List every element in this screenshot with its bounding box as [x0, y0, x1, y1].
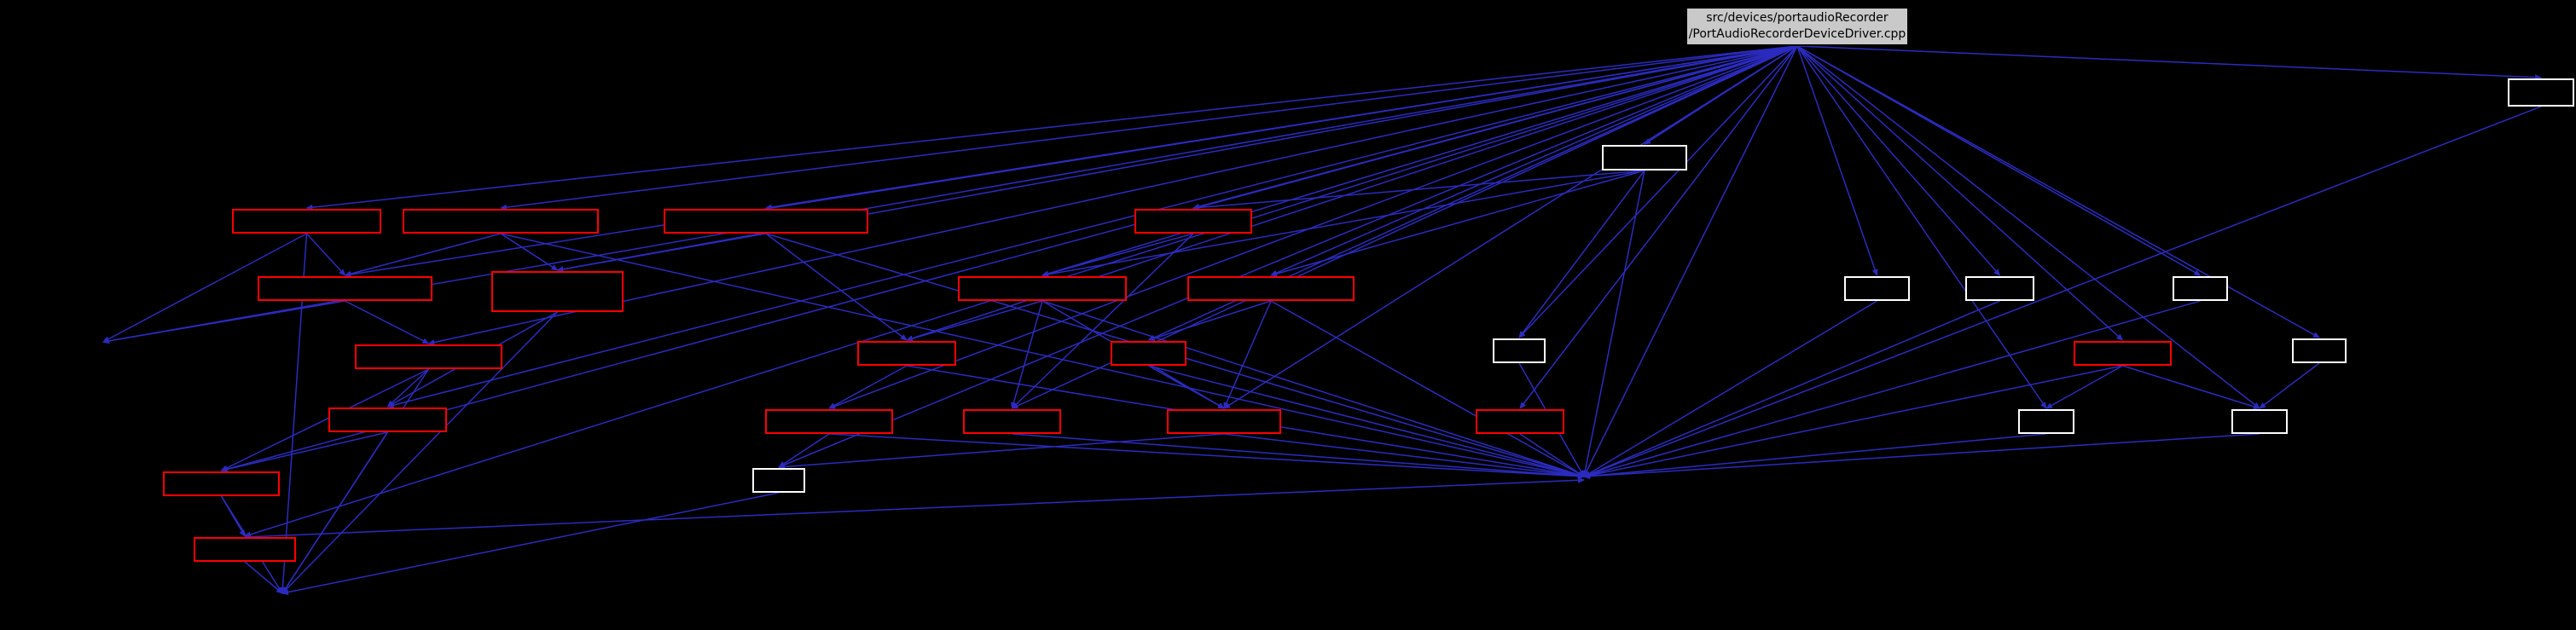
dependency-edge: [344, 233, 502, 277]
dependency-edge: [1223, 300, 1272, 409]
dependency-edge: [244, 561, 283, 594]
dependency-edge: [1581, 170, 1645, 477]
dependency-edge: [1796, 45, 2542, 81]
dependency-edge: [244, 477, 1585, 538]
dependency-edge: [500, 233, 559, 271]
dependency-edge: [1644, 45, 1798, 145]
dependency-edge: [765, 233, 908, 341]
dependency-edge: [500, 233, 1585, 478]
dependency-edge: [500, 45, 1798, 211]
dependency-edge: [1012, 433, 1585, 479]
dependency-edge: [1519, 433, 1585, 477]
graph-node[interactable]: [2074, 341, 2172, 366]
dependency-edge: [778, 433, 1225, 470]
graph-node[interactable]: [2292, 338, 2347, 363]
dependency-edge: [1519, 45, 1798, 409]
edge-junction: [102, 343, 104, 344]
graph-node[interactable]: [664, 209, 868, 234]
graph-node[interactable]: [2018, 409, 2074, 434]
graph-node[interactable]: [194, 537, 296, 562]
graph-node[interactable]: [1493, 338, 1546, 363]
dependency-edge: [281, 368, 430, 594]
graph-node[interactable]: [232, 209, 381, 234]
dependency-edge: [281, 431, 389, 594]
dependency-edge: [281, 492, 780, 596]
dependency-edge: [1270, 170, 1645, 277]
dependency-edge: [765, 45, 1798, 211]
graph-node[interactable]: [403, 209, 599, 234]
dependency-edge: [220, 431, 388, 472]
dependency-edge: [1270, 300, 1585, 477]
dependency-edge: [1011, 233, 1194, 409]
dependency-edge: [386, 45, 1798, 408]
dependency-edge: [102, 300, 345, 344]
dependency-edge: [305, 45, 1798, 211]
graph-node[interactable]: [752, 468, 805, 493]
edge-junction: [1583, 477, 1585, 479]
dependency-edge: [2122, 365, 2260, 410]
dependency-edge: [778, 45, 1798, 468]
graph-node[interactable]: [163, 471, 280, 496]
graph-node[interactable]: [1602, 145, 1687, 171]
graph-node[interactable]: [857, 341, 956, 366]
graph-node-main: src/devices/portaudioRecorder /PortAudio…: [1685, 7, 1909, 46]
edge-junction: [281, 594, 283, 596]
graph-node[interactable]: [258, 276, 432, 301]
graph-node[interactable]: [1965, 276, 2034, 301]
dependency-edge: [1518, 45, 1798, 338]
graph-node[interactable]: [491, 271, 624, 312]
dependency-edge: [1583, 45, 1798, 477]
dependency-edge: [828, 433, 1585, 480]
dependency-edge: [1192, 170, 1645, 211]
graph-node[interactable]: [958, 276, 1127, 301]
dependency-edge: [1148, 365, 1225, 409]
dependency-edge: [1041, 233, 1194, 277]
dependency-edge: [1796, 45, 2001, 276]
dependency-edge: [2045, 365, 2123, 409]
graph-node[interactable]: [1134, 209, 1252, 234]
dependency-edge: [1796, 45, 2260, 409]
graph-node[interactable]: [765, 409, 893, 434]
dependency-edge: [1796, 45, 1878, 276]
dependency-edge: [344, 45, 1798, 278]
dependency-edge: [778, 433, 830, 468]
dependency-edge: [1583, 300, 2000, 477]
dependency-edge: [305, 233, 346, 276]
graph-node[interactable]: [1111, 341, 1186, 366]
dependency-edge: [1223, 433, 1585, 479]
dependency-edge: [906, 300, 1043, 342]
dependency-edge: [556, 233, 767, 273]
dependency-edge: [220, 495, 246, 537]
dependency-edge: [1011, 300, 1043, 409]
dependency-edge: [828, 365, 908, 409]
graph-node[interactable]: [1844, 276, 1910, 301]
graph-node[interactable]: [2173, 276, 2228, 301]
graph-node[interactable]: [355, 344, 502, 369]
dependency-edge: [2259, 362, 2320, 409]
graph-node[interactable]: [328, 407, 447, 432]
graph-node[interactable]: [963, 409, 1061, 434]
dependency-edge: [1583, 300, 1877, 477]
dependency-edge: [1518, 170, 1645, 338]
dependency-edge: [1041, 170, 1645, 278]
dependency-edge: [1192, 45, 1798, 210]
dependency-edge: [1041, 300, 1585, 478]
dependency-edge: [386, 368, 430, 407]
dependency-edge: [1796, 45, 2202, 276]
graph-node[interactable]: [2231, 409, 2288, 434]
dependency-edge: [1147, 300, 1272, 342]
dependency-edge: [220, 45, 1798, 472]
graph-node[interactable]: [1187, 276, 1355, 301]
graph-node[interactable]: [1167, 409, 1281, 434]
graph-node[interactable]: [2508, 78, 2574, 107]
dependency-edge: [1583, 433, 2047, 479]
dependency-edge: [1583, 300, 2201, 478]
dependency-edge: [1270, 45, 1798, 276]
dependency-edge: [1796, 45, 2047, 409]
graph-node[interactable]: [1476, 409, 1564, 434]
dependency-edge: [828, 45, 1798, 409]
dependency-edge: [345, 300, 430, 344]
dependency-edge: [1583, 433, 2260, 480]
